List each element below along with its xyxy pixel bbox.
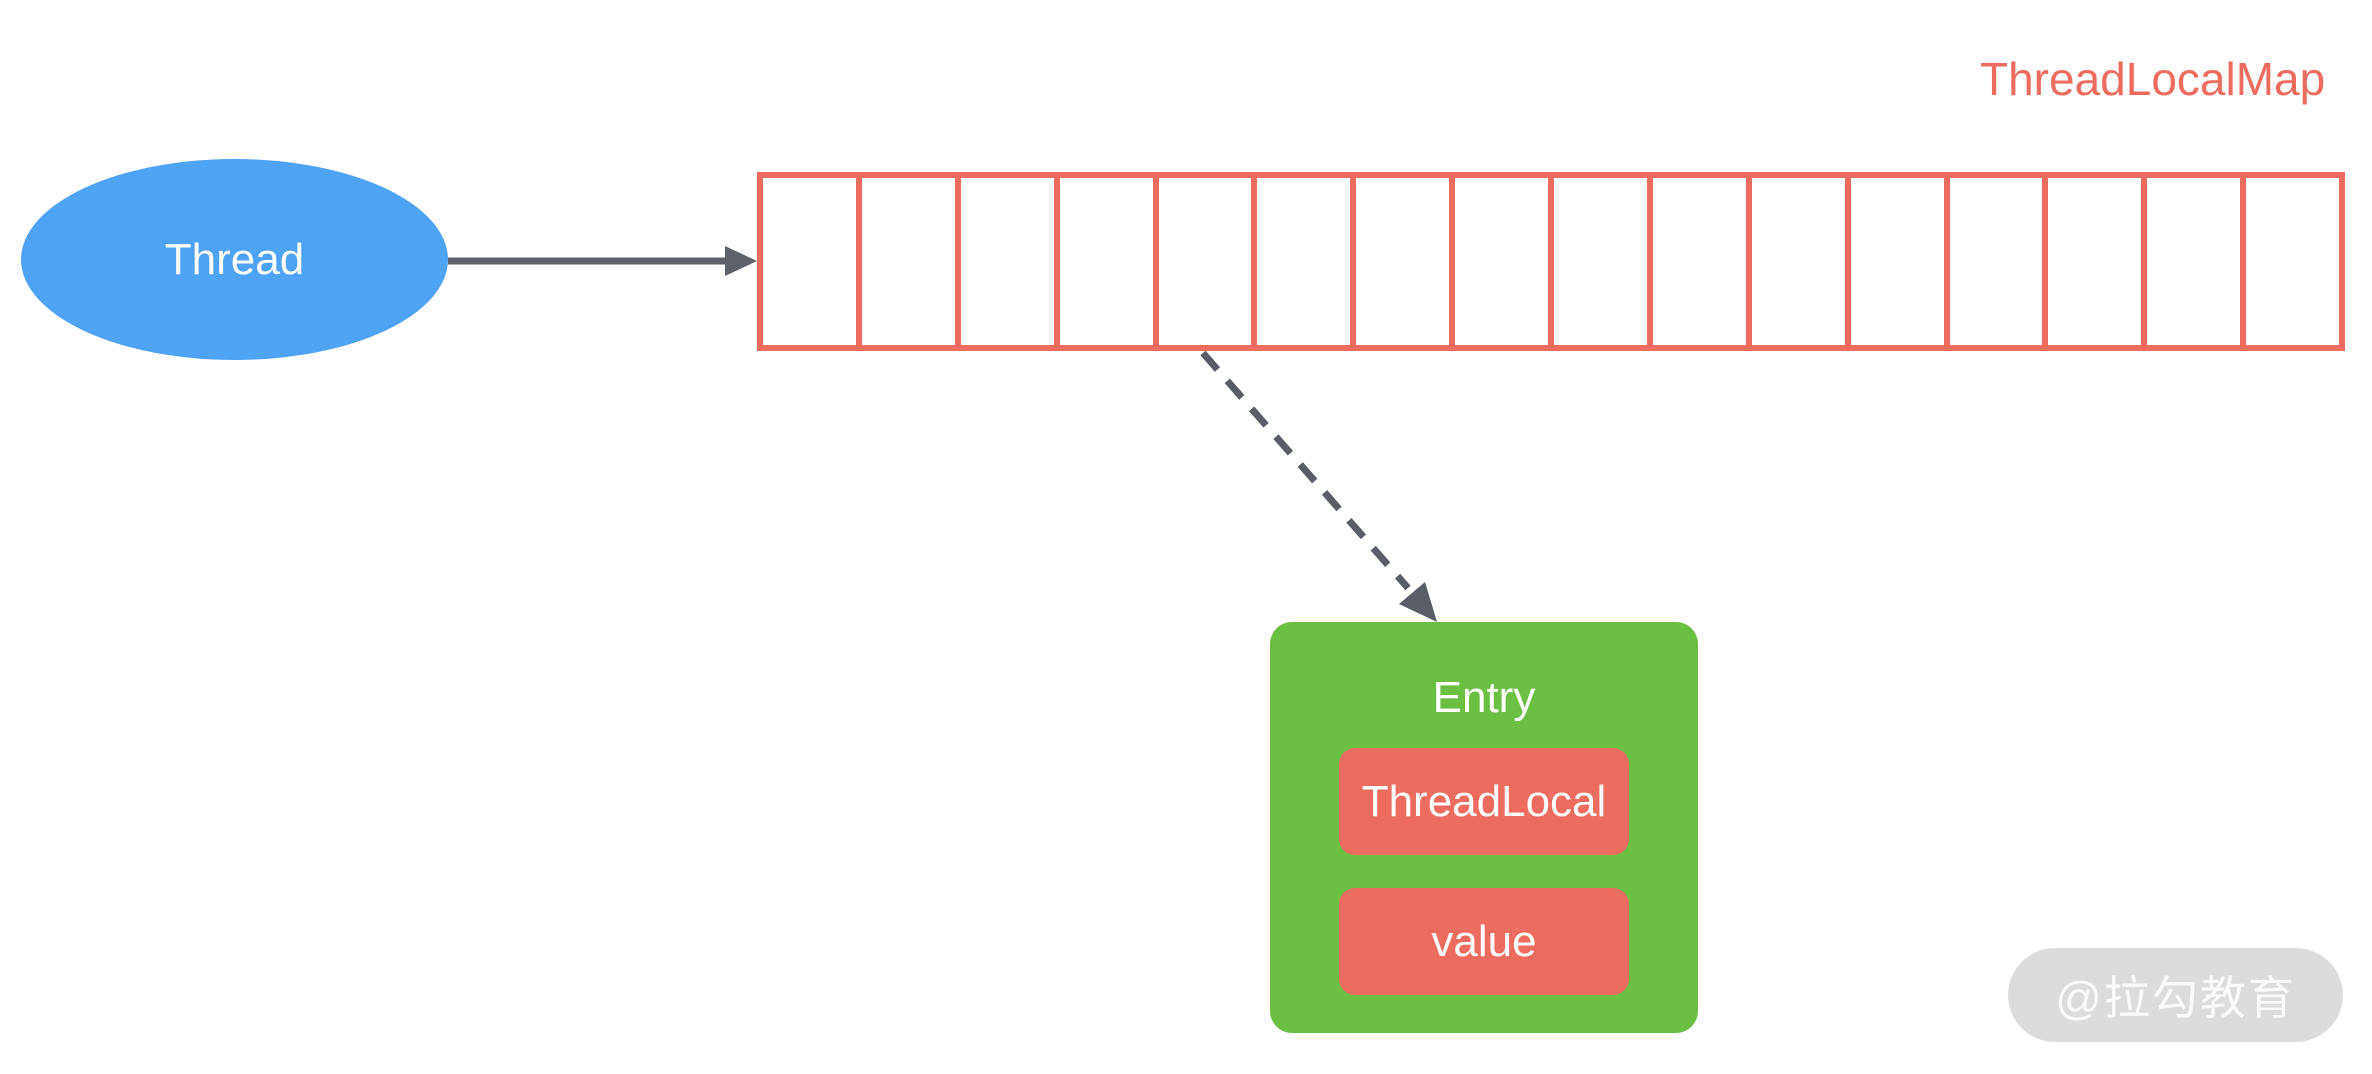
array-cell [1554,178,1653,345]
array-cell [960,178,1060,345]
array-cell [763,178,862,345]
array-cell [1652,178,1752,345]
threadlocalmap-array [757,172,2345,351]
thread-node-label: Thread [164,234,305,284]
array-cell [1850,178,1950,345]
array-cell [2147,178,2247,345]
array-cell [1059,178,1159,345]
entry-field-threadlocal-label: ThreadLocal [1361,776,1607,826]
array-cell [1158,178,1258,345]
array-cell [1751,178,1851,345]
entry-node: Entry ThreadLocal value [1270,622,1698,1033]
cell-to-entry-dashed-line [1200,350,1411,591]
entry-field-value-label: value [1431,916,1537,966]
thread-node: Thread [21,159,448,360]
entry-field-value: value [1339,888,1629,995]
array-cell [1257,178,1357,345]
entry-node-label: Entry [1432,673,1536,722]
entry-field-threadlocal: ThreadLocal [1339,748,1629,855]
threadlocalmap-title: ThreadLocalMap [1980,53,2326,105]
watermark-text: @拉勾教育 [2055,972,2296,1024]
array-cell [2048,178,2148,345]
watermark-badge: @拉勾教育 [2008,948,2343,1042]
array-cell [1949,178,2049,345]
array-cell [1455,178,1554,345]
thread-to-map-arrowhead [725,246,757,276]
cell-to-entry-arrowhead [1399,582,1437,622]
array-cell [2246,178,2339,345]
array-cell [861,178,961,345]
array-cell [1356,178,1456,345]
